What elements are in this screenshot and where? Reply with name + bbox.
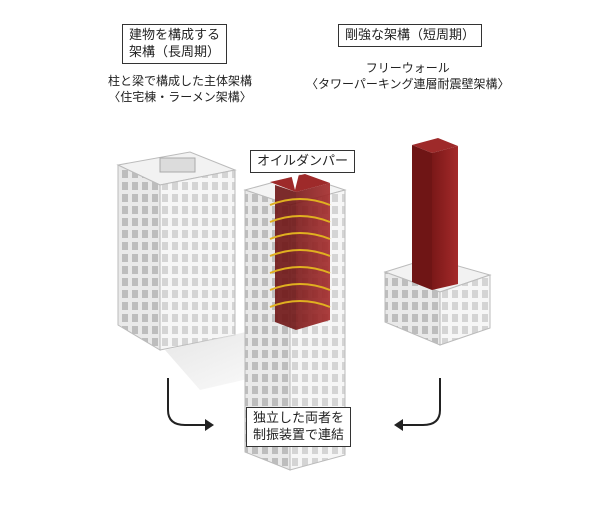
oil-damper-label: オイルダンパー (250, 150, 356, 173)
left-arrow-icon (167, 378, 205, 426)
left-title-line1: 建物を構成する (129, 28, 221, 43)
left-caption: 柱と梁で構成した主体架構 〈住宅棟・ラーメン架構〉 (108, 73, 252, 105)
oil-damper-marks (269, 198, 331, 308)
right-title-box: 剛強な架構（短周期） (338, 24, 483, 47)
bottom-label-line1: 独立した両者を (253, 411, 345, 426)
oil-damper-text: オイルダンパー (257, 154, 349, 169)
right-arrow-head (394, 419, 403, 431)
left-caption-line1: 柱と梁で構成した主体架構 (108, 74, 253, 88)
bottom-label-line2: 制振装置で連結 (253, 428, 345, 443)
bottom-label-box: 独立した両者を 制振装置で連結 (246, 407, 352, 447)
left-title-line2: 架構（長周期） (129, 45, 221, 60)
left-title-box: 建物を構成する 架構（長周期） (122, 24, 228, 64)
left-caption-line2: 〈住宅棟・ラーメン架構〉 (108, 90, 252, 104)
right-tower (383, 138, 492, 346)
right-caption-line2: 〈タワーパーキング連層耐震壁架構〉 (306, 77, 510, 91)
right-caption-line1: フリーウォール (365, 61, 450, 75)
left-arrow-head (205, 419, 214, 431)
right-title: 剛強な架構（短周期） (345, 28, 476, 43)
right-arrow-icon (403, 378, 441, 426)
center-tower (243, 170, 347, 471)
right-caption: フリーウォール 〈タワーパーキング連層耐震壁架構〉 (306, 60, 510, 92)
